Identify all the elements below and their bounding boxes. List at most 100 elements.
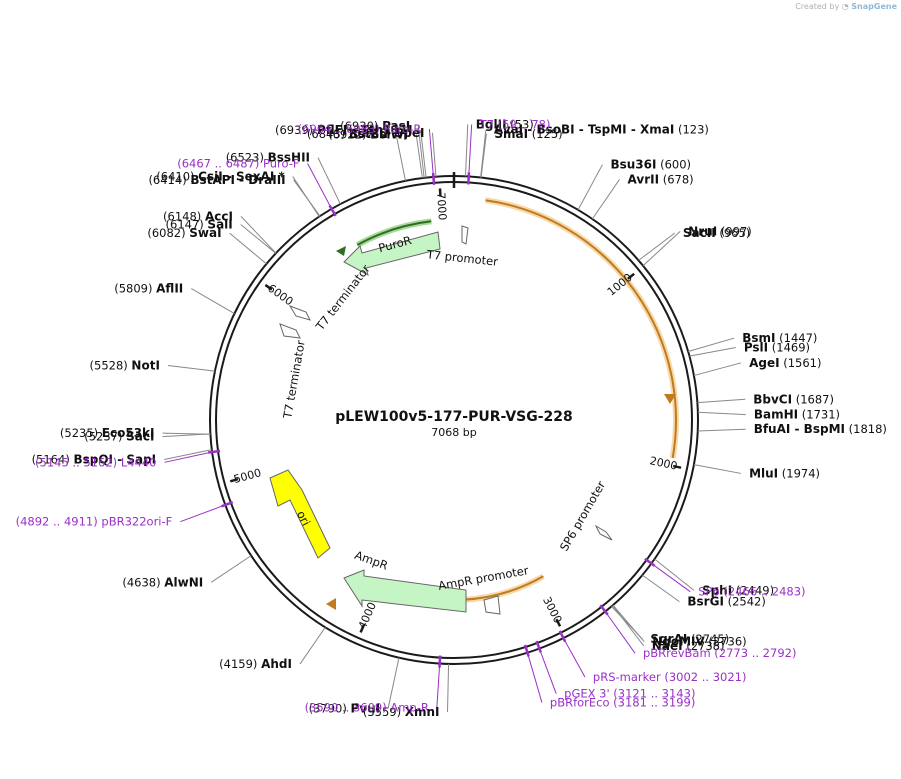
enzyme-ahdi-label: (4159) AhdI (219, 657, 292, 671)
primer-puro-r-site-mark (431, 172, 436, 185)
label-part-0: (6843) (307, 127, 349, 141)
enzyme-bfuai-leader (697, 428, 746, 432)
enzyme-alwni-leader (210, 555, 252, 583)
label-part-0: Bsu36I (610, 158, 656, 172)
enzyme-bsrgi-leader (642, 574, 680, 603)
label-part-0: BsrGI (687, 595, 724, 609)
enzyme-saci-leader (162, 433, 211, 438)
label-part-1: (2736) (705, 635, 747, 649)
primer-pgex-3-site-mark (535, 640, 542, 653)
enzyme-psli-label: PslI (1469) (744, 341, 810, 355)
label-part-0: (6148) (163, 209, 205, 223)
feature-ampr-promoter-arrow (483, 595, 501, 615)
label-part-0: AgeI (749, 356, 779, 370)
label-part-0: (6985) (353, 126, 395, 140)
primer-prs-marker-label: pRS-marker (3002 .. 3021) (593, 670, 747, 684)
label-part-1: XmnI (405, 705, 440, 719)
enzyme-pvui-leader (387, 657, 400, 709)
enzyme-xmni-label: (3559) XmnI (363, 705, 440, 719)
plasmid-name: pLEW100v5-177-PUR-VSG-228 (335, 409, 573, 425)
enzyme-avai-label: AvaI - BsoBI - TspMI - XmaI (123) (494, 123, 709, 137)
label-part-0: pGEX 3' (564, 687, 610, 701)
label-part-0: (3559) (363, 705, 405, 719)
label-part-1: AflII (156, 282, 183, 296)
primer-sp6-site-mark (644, 557, 656, 567)
feature-ampr-label: AmpR (353, 548, 390, 573)
label-part-1: CsiI - SexAI * (198, 170, 285, 184)
enzyme-bfuai-label: BfuAI - BspMI (1818) (754, 422, 887, 436)
label-part-1: BsiWI (370, 127, 408, 141)
label-part-1: PflFI - Tth111I (317, 123, 413, 137)
enzyme-noti-leader (167, 364, 216, 372)
label-part-0: (5164) (32, 452, 74, 466)
orf-arc-0 (485, 199, 677, 459)
tick-label-7000: 7000 (434, 192, 449, 221)
enzyme-bsteii-leader (395, 133, 407, 181)
tick-label-4000: 4000 (356, 600, 379, 631)
label-part-0: BglII (476, 117, 507, 131)
label-part-0: (4638) (122, 575, 164, 589)
plasmid-length: 7068 bp (431, 426, 476, 439)
primer-amp-r-site-mark (438, 655, 442, 668)
label-part-0: (6922) (328, 127, 370, 141)
label-part-1: SpeI (395, 126, 425, 140)
primer-sp6-leader (651, 563, 691, 593)
label-part-1: (997) (717, 224, 752, 238)
feature-ori-label: ori (294, 508, 313, 528)
tick-label-2000: 2000 (648, 454, 678, 472)
label-part-1: PasI (382, 119, 410, 133)
label-part-0: (5237) (84, 430, 126, 444)
label-part-0: NgoMIV (652, 635, 705, 649)
enzyme-pasi-label: (6930) PasI (340, 119, 410, 133)
enzyme-bsu36i-label: Bsu36I (600) (610, 158, 691, 172)
enzyme-bglii-leader (464, 124, 469, 177)
enzyme-bamhi-label: BamHI (1731) (754, 408, 840, 422)
label-part-0: pBRrevBam (643, 646, 711, 660)
tick-mark-1000 (627, 272, 635, 280)
enzyme-bsteii-label: (6843) BstEII (307, 127, 388, 141)
label-part-1: (1974) (778, 466, 820, 480)
primer-pbrrevbam-site-mark (599, 604, 609, 616)
label-part-1: PvuI (350, 701, 380, 715)
label-part-0: (3790) (309, 701, 351, 715)
feature-ori-arrow (269, 469, 331, 559)
primer-pbrforeco-site-mark (523, 644, 530, 657)
enzyme-agei-label: AgeI (1561) (749, 356, 821, 370)
label-part-0: BamHI (754, 408, 798, 422)
feature-t7-terminator-1-label: T7 terminator (312, 262, 373, 334)
label-part-1: Amp-R (390, 700, 429, 714)
primer-puro-r-label: (6964 .. 6983) Puro-R (298, 122, 422, 136)
feature-sp6-promoter-arrow (594, 524, 613, 541)
tick-label-6000: 6000 (265, 282, 295, 309)
label-part-1: (1687) (792, 392, 834, 406)
label-part-0: (6147) (166, 218, 208, 232)
enzyme-noti-label: (5528) NotI (90, 358, 160, 372)
feature-ampr-arrow (343, 569, 467, 613)
feature-t7-terminator-2-label: T7 terminator (280, 339, 308, 421)
label-part-1: (965) (716, 226, 751, 240)
primer-l4440-leader (164, 451, 213, 463)
primer-pbrforeco-label: pBRforEco (3181 .. 3199) (550, 695, 695, 709)
label-part-1: SwaI (189, 226, 221, 240)
label-part-0: (6523) (226, 151, 268, 165)
enzyme-smai-leader (480, 133, 487, 178)
primer-l4440-site-mark (207, 449, 221, 454)
label-part-1: (123) (674, 123, 709, 137)
label-part-0: (6467 .. 6487) (177, 156, 263, 170)
enzyme-naei-label: NaeI (2738) (652, 639, 725, 653)
enzyme-bsu36i-leader (577, 164, 603, 211)
enzyme-nrui-label: NruI (997) (688, 224, 752, 238)
orf-arrowhead-0 (664, 394, 676, 404)
label-part-1: (125) (528, 127, 563, 141)
label-part-0: T7 (479, 118, 494, 132)
label-part-0: (6930) (340, 119, 382, 133)
label-part-0: (4159) (219, 657, 261, 671)
enzyme-nrui-leader (642, 231, 681, 267)
primer-pbr322ori-f-leader (180, 504, 226, 523)
primer-puro-r-leader (428, 128, 434, 177)
primer-pbr322ori-f-label: (4892 .. 4911) pBR322ori-F (16, 515, 173, 529)
enzyme-mlui-leader (693, 464, 742, 474)
label-part-1: (1447) (776, 331, 818, 345)
label-part-0: NruI (688, 224, 717, 238)
label-part-0: (5235) (60, 426, 102, 440)
